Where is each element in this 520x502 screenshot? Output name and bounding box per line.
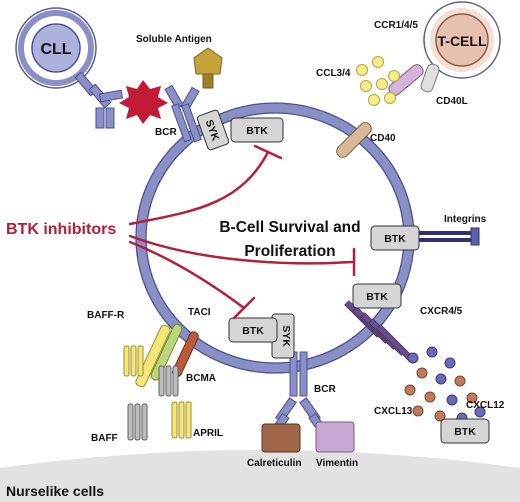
btk-bottom-right-label: BTK (454, 426, 476, 438)
antigen-star (119, 80, 168, 124)
btk-inhibitors-label: BTK inhibitors (6, 221, 116, 238)
vimentin (315, 421, 355, 453)
inhibit-line-bottom (128, 240, 246, 310)
soluble-antigen (193, 47, 223, 89)
nurselike-cells-label: Nurselike cells (6, 483, 104, 499)
baff-label: BAFF (91, 433, 118, 444)
syk-top: SYK (196, 109, 230, 151)
cxcl13-label: CXCL13 (374, 406, 413, 417)
cll-bcr (74, 71, 124, 129)
t-cell: T-CELL (423, 1, 501, 79)
inhibit-tbar-top (253, 144, 283, 160)
btk-integrin: BTK (370, 225, 420, 251)
cll-cell: CLL (15, 7, 97, 89)
cxcl-dots (404, 346, 486, 424)
nurselike-cell-surface (0, 450, 520, 502)
ligand-grey-mid (158, 365, 179, 397)
btk-top: BTK (230, 117, 284, 143)
bcr-bottom-label: BCR (314, 384, 336, 395)
t-cell-label: T-CELL (438, 33, 487, 49)
btk-bottom-label: BTK (242, 325, 264, 337)
center-title-line2: Proliferation (244, 243, 335, 260)
calreticulin (261, 423, 301, 453)
taci-receptor (150, 323, 183, 381)
april-ligand (171, 401, 192, 439)
btk-integrin-label: BTK (384, 233, 406, 245)
vimentin-label: Vimentin (316, 458, 358, 469)
ccr-label: CCR1/4/5 (374, 20, 418, 31)
inhibition-lines (128, 144, 356, 320)
inhibit-tbar-bottom (232, 296, 256, 320)
baff-ligand (127, 403, 148, 441)
syk-bottom-label: SYK (280, 325, 292, 347)
ccl-dots (356, 56, 400, 106)
btk-top-label: BTK (246, 125, 268, 137)
inhibit-line-top (128, 150, 270, 226)
ccl-label: CCL3/4 (316, 68, 351, 79)
bcma-label: BCMA (186, 373, 216, 384)
center-title-line1: B-Cell Survival and (219, 219, 360, 236)
integrins-label: Integrins (444, 214, 487, 225)
btk-bottom: BTK (228, 317, 278, 343)
btk-cxcr-label: BTK (366, 291, 388, 303)
taci-label: TACI (188, 307, 211, 318)
cd40l (420, 63, 440, 93)
cd40l-label: CD40L (436, 96, 468, 107)
inhibit-line-right (128, 234, 354, 265)
cxcr-receptor (344, 300, 414, 362)
cd40-label: CD40 (370, 133, 396, 144)
btk-bottom-right: BTK (440, 418, 490, 444)
cxcr-label: CXCR4/5 (420, 306, 463, 317)
calreticulin-label: Calreticulin (247, 458, 301, 469)
baffr-label: BAFF-R (87, 310, 125, 321)
april-label: APRIL (193, 428, 223, 439)
bcr-top (164, 84, 202, 143)
cd40-receptor (336, 122, 372, 158)
soluble-antigen-label: Soluble Antigen (136, 34, 212, 45)
btk-cxcr: BTK (352, 283, 402, 309)
bcr-top-label: BCR (155, 127, 177, 138)
ligand-yellow-left (123, 345, 144, 377)
cxcl12-label: CXCL12 (466, 400, 505, 411)
baffr-receptor (135, 324, 171, 388)
integrins (405, 227, 480, 246)
cll-label: CLL (40, 41, 71, 58)
